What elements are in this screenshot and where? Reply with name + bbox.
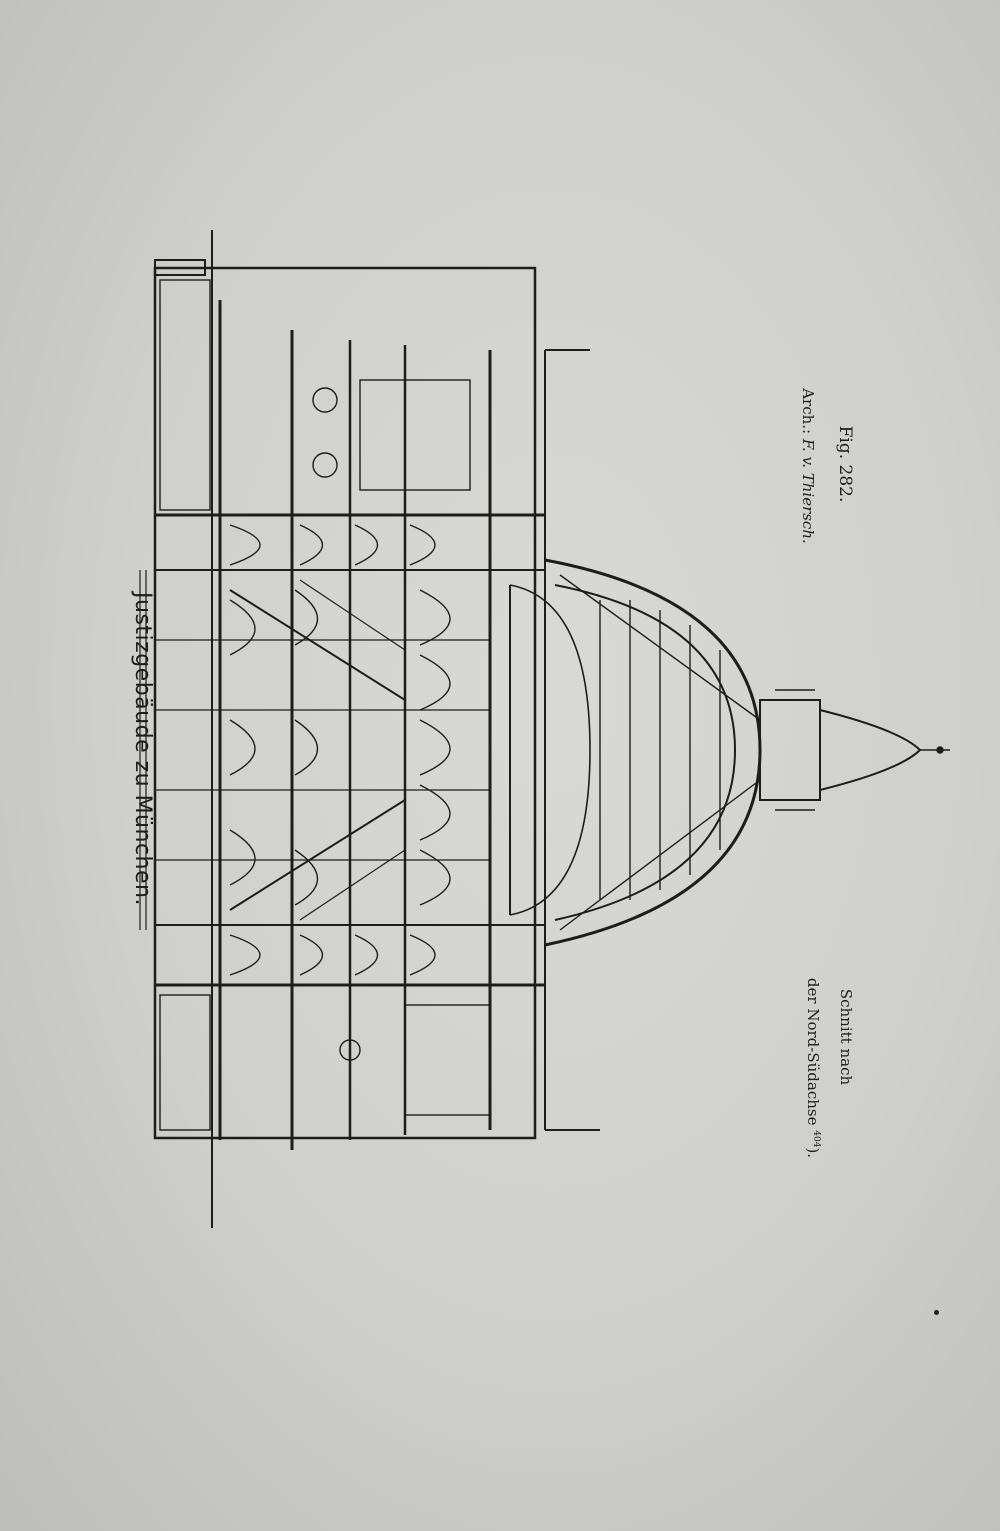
architect-name: F. v. Thiersch.: [799, 438, 817, 544]
drawing-title: Justizgebäude zu München.: [130, 592, 155, 906]
caption-line-2: der Nord-Südachse 404).: [798, 938, 822, 1198]
architect-prefix: Arch.:: [799, 388, 817, 435]
figure-number: Fig. 282.: [835, 425, 855, 503]
caption-line-1: Schnitt nach: [837, 988, 855, 1086]
caption-footnote: 404: [811, 1130, 821, 1148]
ink-speck: [934, 1310, 939, 1315]
caption-end: ).: [804, 1147, 822, 1159]
architect-credit: Arch.: F. v. Thiersch.: [793, 301, 817, 631]
caption-line-2-text: der Nord-Südachse: [804, 977, 822, 1126]
